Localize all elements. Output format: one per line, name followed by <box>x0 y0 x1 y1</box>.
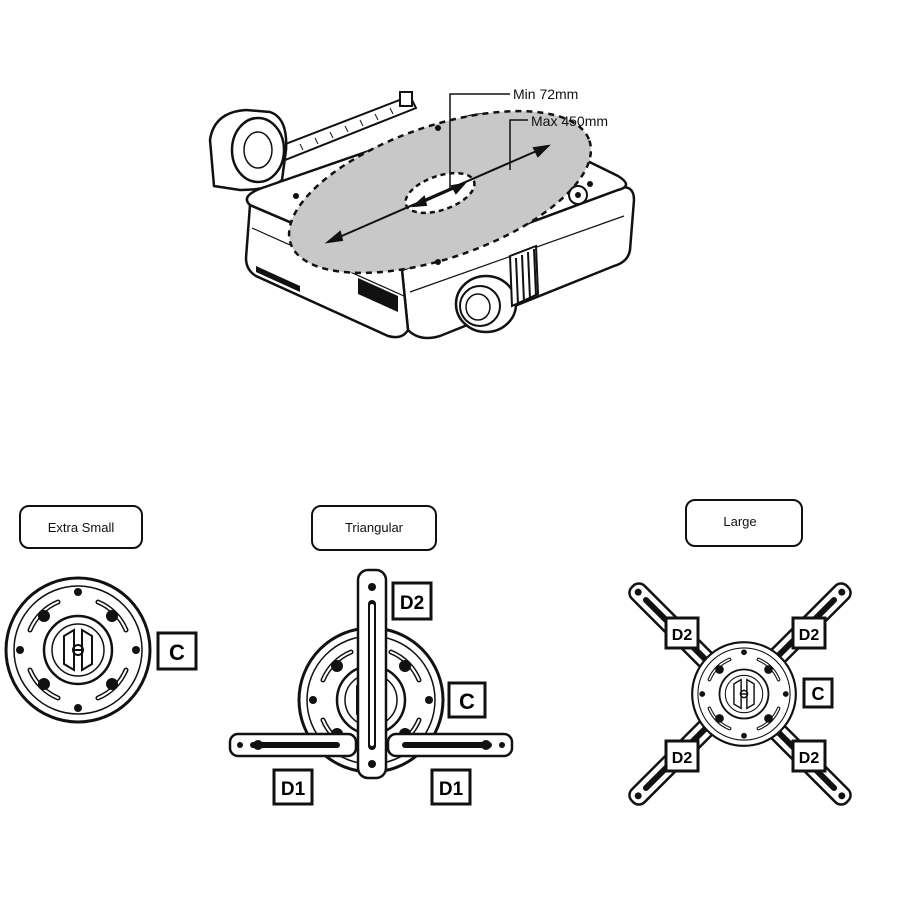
svg-text:D2: D2 <box>672 627 693 644</box>
ceiling-plate-extra-small <box>6 578 150 722</box>
projector-illustration <box>208 91 636 340</box>
svg-text:C: C <box>169 640 185 665</box>
bracket-triangular: Triangular D2 C <box>228 505 514 806</box>
title-pill-triangular <box>311 505 437 551</box>
tag-d1-left: D1 <box>272 768 314 806</box>
title-extra-small: Extra Small <box>48 520 115 535</box>
tag-c-extra-small: C <box>156 631 198 671</box>
svg-text:D1: D1 <box>281 779 306 800</box>
tag-d2-top-right: D2 <box>791 616 827 650</box>
bracket-extra-small: Extra Small C <box>6 505 198 722</box>
svg-text:D2: D2 <box>400 593 424 614</box>
ceiling-plate-large <box>690 640 798 748</box>
min-distance-label: Min 72mm <box>513 86 578 102</box>
tag-d2-triangular: D2 <box>391 581 433 621</box>
title-pill-extra-small <box>19 505 143 549</box>
tape-measure-icon <box>208 91 418 192</box>
title-pill-large <box>685 499 803 547</box>
arm-d1-left <box>228 732 358 758</box>
svg-text:D2: D2 <box>799 750 820 767</box>
tag-d2-bottom-right: D2 <box>791 739 827 773</box>
tag-d1-right: D1 <box>430 768 472 806</box>
svg-text:C: C <box>812 684 825 704</box>
tag-d2-top-left: D2 <box>664 616 700 650</box>
arm-d2-vertical <box>356 568 388 780</box>
max-distance-label: Max 450mm <box>531 113 608 129</box>
svg-text:D1: D1 <box>439 779 464 800</box>
tag-c-large: C <box>802 677 834 709</box>
svg-text:C: C <box>459 689 475 714</box>
arm-d1-right <box>386 732 514 758</box>
tag-c-triangular: C <box>447 681 487 719</box>
svg-text:D2: D2 <box>672 750 693 767</box>
title-triangular: Triangular <box>345 520 404 535</box>
svg-text:D2: D2 <box>799 627 820 644</box>
title-large: Large <box>723 514 756 529</box>
bracket-large: Large D2 D2 C D2 <box>624 499 856 810</box>
tag-d2-bottom-left: D2 <box>664 739 700 773</box>
